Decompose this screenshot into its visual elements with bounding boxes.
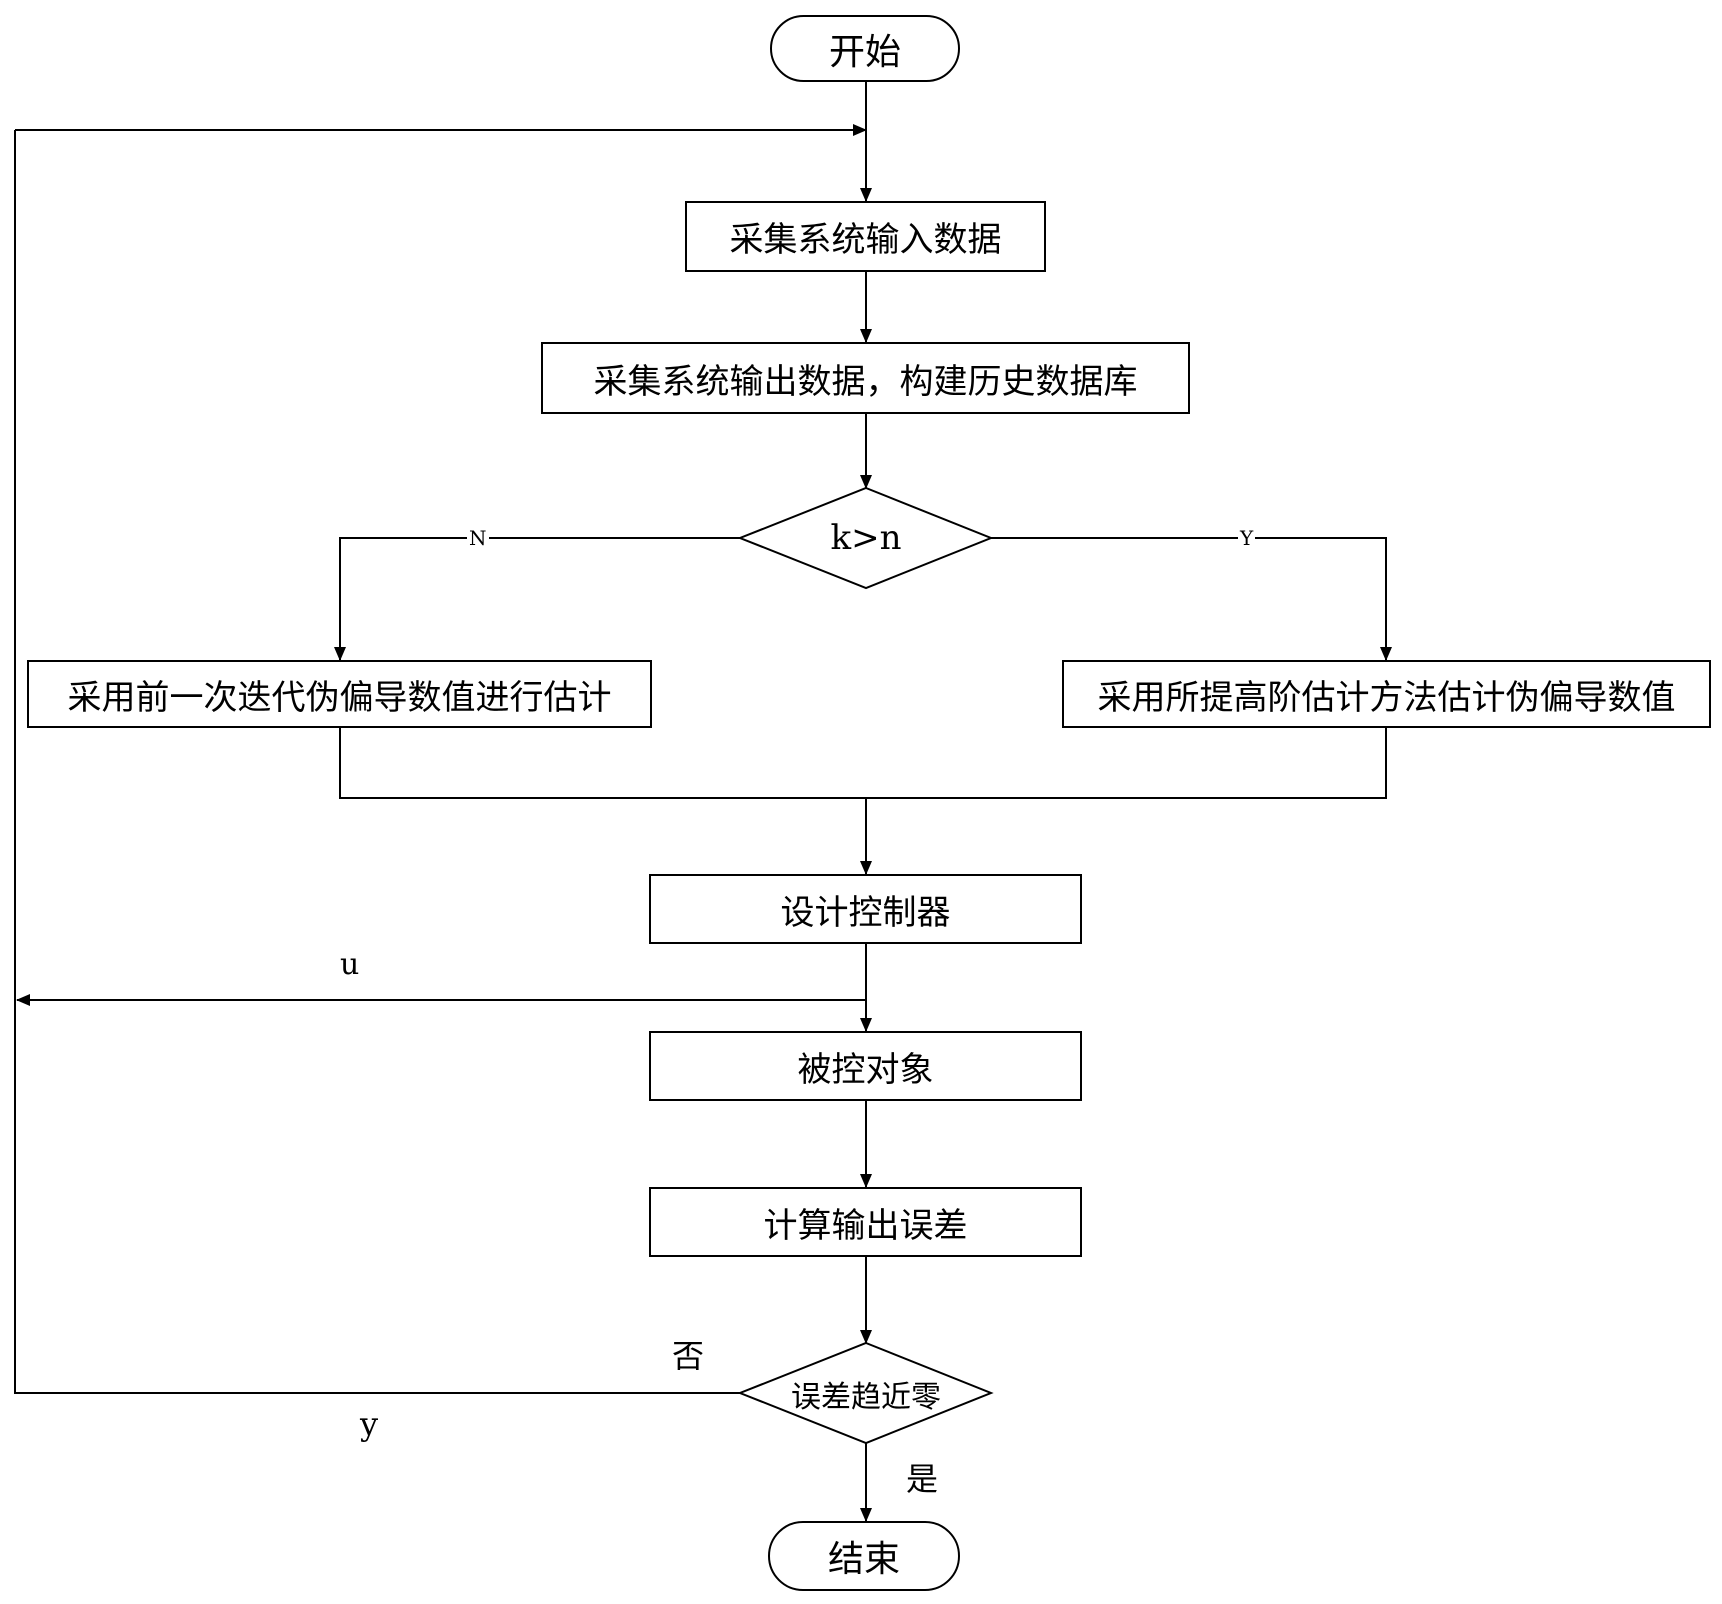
- edge-label-y: y: [360, 1405, 379, 1443]
- plant-box: 被控对象: [649, 1031, 1082, 1101]
- collect-input-label: 采集系统输入数据: [729, 220, 1002, 260]
- edge-merge-left: [339, 728, 1387, 799]
- start-node: 开始: [770, 15, 960, 82]
- decision-k-text: k>n: [830, 518, 902, 558]
- design-controller-label: 设计控制器: [780, 892, 951, 933]
- edge-loop-path: [14, 130, 740, 1394]
- high-order-estimate-label: 采用所提高阶估计方法估计伪偏导数值: [1097, 677, 1676, 718]
- collect-output-box: 采集系统输出数据，构建历史数据库: [541, 342, 1190, 414]
- compute-error-box: 计算输出误差: [649, 1187, 1082, 1257]
- compute-error-label: 计算输出误差: [763, 1205, 968, 1246]
- end-label: 结束: [827, 1539, 900, 1580]
- design-controller-box: 设计控制器: [649, 874, 1082, 944]
- edge-y-branch: [991, 537, 1392, 661]
- edge-label-yes: 是: [906, 1460, 939, 1498]
- end-node: 结束: [768, 1521, 960, 1591]
- high-order-estimate-box: 采用所提高阶估计方法估计伪偏导数值: [1062, 660, 1711, 728]
- collect-input-box: 采集系统输入数据: [685, 201, 1046, 272]
- edge-label-u: u: [340, 947, 360, 982]
- plant-label: 被控对象: [797, 1049, 934, 1090]
- edge-label-n: N: [467, 526, 489, 550]
- decision-k-diamond: [737, 486, 994, 590]
- previous-estimate-box: 采用前一次迭代伪偏导数值进行估计: [27, 660, 652, 728]
- start-label: 开始: [828, 31, 901, 73]
- collect-output-label: 采集系统输出数据，构建历史数据库: [593, 361, 1138, 402]
- decision-error-text: 误差趋近零: [791, 1380, 941, 1415]
- edge-label-no: 否: [672, 1337, 705, 1375]
- edge-label-y-cap: Y: [1238, 526, 1256, 550]
- previous-estimate-label: 采用前一次迭代伪偏导数值进行估计: [67, 677, 612, 718]
- edge-n-branch: [334, 537, 740, 661]
